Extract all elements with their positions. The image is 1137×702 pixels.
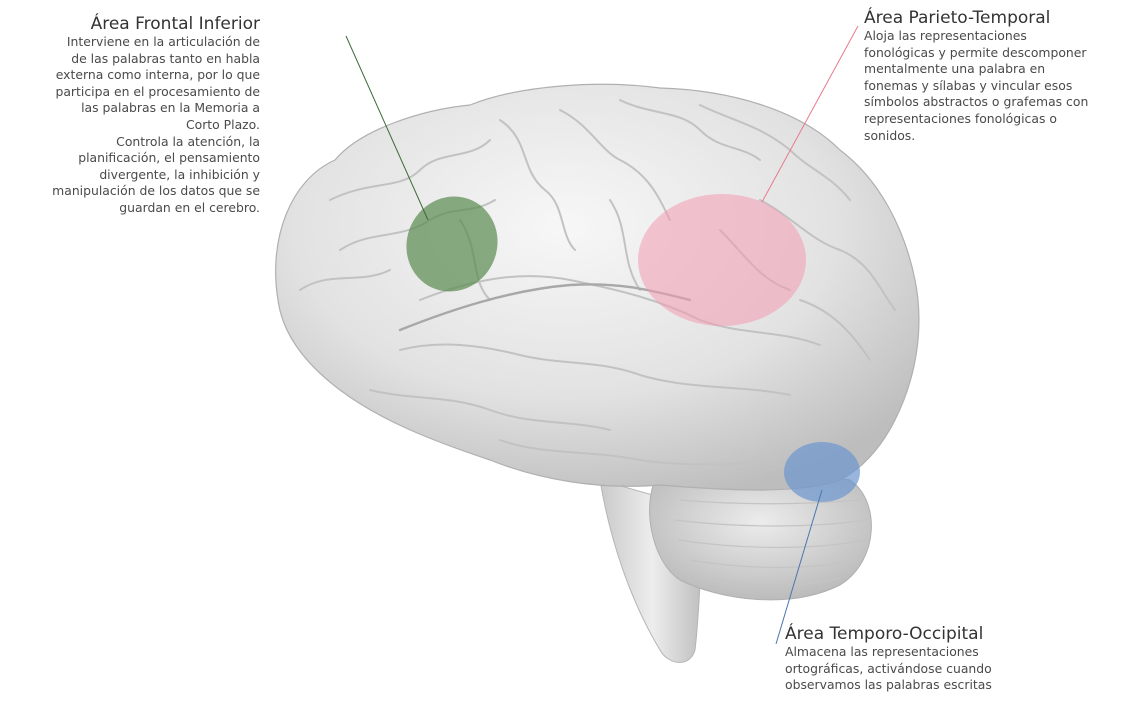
cerebrum xyxy=(276,84,919,490)
parieto-area-highlight[interactable] xyxy=(638,194,806,326)
parieto-area-line: Aloja las representaciones xyxy=(864,28,1137,45)
frontal-area-line: guardan en el cerebro. xyxy=(0,200,260,217)
frontal-area-line: manipulación de los datos que se xyxy=(0,183,260,200)
temporo-area-line: ortográficas, activándose cuando xyxy=(785,661,1045,678)
frontal-area-line: Interviene en la articulación de xyxy=(0,34,260,51)
parieto-area-title: Área Parieto-Temporal xyxy=(864,8,1137,28)
frontal-area-line: participa en el procesamiento de xyxy=(0,84,260,101)
frontal-area-line: de las palabras tanto en habla xyxy=(0,51,260,68)
frontal-area-line: Corto Plazo. xyxy=(0,117,260,134)
temporo-area-line: Almacena las representaciones xyxy=(785,644,1045,661)
temporo-area-title: Área Temporo-Occipital xyxy=(785,624,1045,644)
parieto-area-line: mentalmente una palabra en xyxy=(864,61,1137,78)
temporo-area-line: observamos las palabras escritas xyxy=(785,677,1045,694)
parieto-area-label: Área Parieto-Temporal Aloja las represen… xyxy=(864,8,1137,144)
temporo-area-highlight[interactable] xyxy=(784,442,860,502)
frontal-area-line: externa como interna, por lo que xyxy=(0,67,260,84)
frontal-area-line: planificación, el pensamiento xyxy=(0,150,260,167)
parieto-area-line: sonidos. xyxy=(864,128,1137,145)
frontal-area-line: Controla la atención, la xyxy=(0,134,260,151)
frontal-area-line: divergente, la inhibición y xyxy=(0,167,260,184)
parieto-area-line: fonológicas y permite descomponer xyxy=(864,45,1137,62)
frontal-area-line: las palabras en la Memoria a xyxy=(0,100,260,117)
temporo-area-label: Área Temporo-Occipital Almacena las repr… xyxy=(785,624,1045,694)
frontal-area-label: Área Frontal Inferior Interviene en la a… xyxy=(0,14,260,217)
parieto-area-line: fonemas y sílabas y vincular esos xyxy=(864,78,1137,95)
frontal-area-title: Área Frontal Inferior xyxy=(0,14,260,34)
parieto-area-line: símbolos abstractos o grafemas con xyxy=(864,94,1137,111)
parieto-area-line: representaciones fonológicas o xyxy=(864,111,1137,128)
